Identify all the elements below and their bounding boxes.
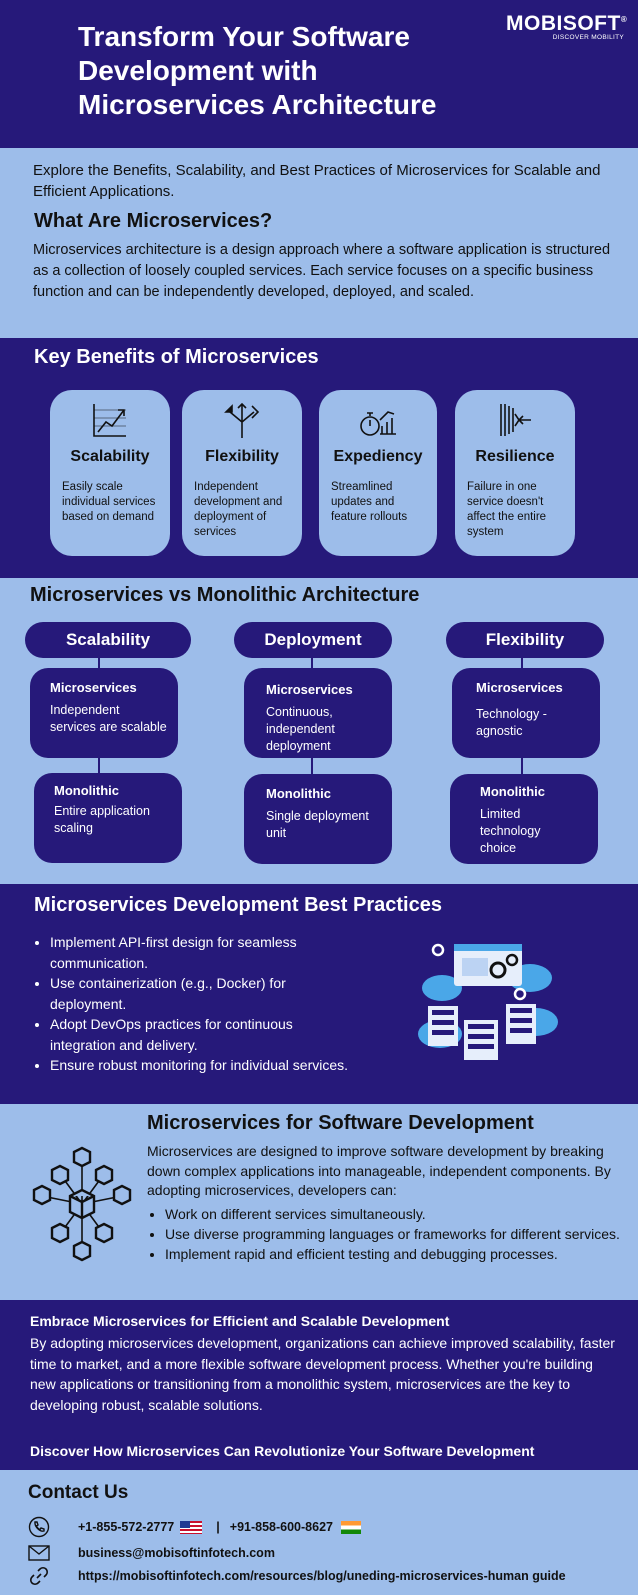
benefit-title: Resilience — [475, 448, 555, 465]
micro-title: Microservices — [50, 680, 137, 695]
embrace-text: By adopting microservices development, o… — [30, 1335, 615, 1413]
micro-box: Microservices Technology -agnostic — [452, 668, 600, 758]
benefit-text: Failure in one service doesn't affect th… — [467, 481, 547, 538]
benefit-title: Scalability — [70, 448, 150, 465]
stopwatch-chart-icon — [319, 400, 437, 440]
mono-text: Entire application scaling — [54, 804, 150, 835]
list-item: Use containerization (e.g., Docker) for … — [50, 973, 350, 1014]
best-practices-section: Microservices Development Best Practices… — [0, 884, 638, 1104]
list-item: Adopt DevOps practices for continuous in… — [50, 1014, 350, 1055]
connector-line — [98, 748, 100, 774]
us-flag-icon — [180, 1520, 203, 1534]
url-row: https://mobisoftinfotech.com/resources/b… — [28, 1565, 566, 1587]
micro-box: Microservices Independent services are s… — [30, 668, 178, 758]
benefit-card-flexibility: Flexibility Independent development and … — [182, 390, 302, 556]
phone-in[interactable]: +91-858-600-8627 — [229, 1520, 333, 1534]
email-link[interactable]: business@mobisoftinfotech.com — [78, 1546, 275, 1560]
contact-section: Contact Us +1-855-572-2777 | +91-858-600… — [0, 1470, 638, 1595]
header-banner: Transform Your Software Development with… — [0, 0, 638, 148]
benefit-card-expediency: Expediency Streamlined updates and featu… — [319, 390, 437, 556]
compare-label-deployment: Deployment — [234, 622, 392, 658]
email-row: business@mobisoftinfotech.com — [28, 1542, 275, 1564]
scale-chart-icon — [50, 400, 170, 440]
resilience-barrier-icon — [455, 400, 575, 440]
page-title: Transform Your Software Development with… — [78, 21, 437, 120]
benefits-heading: Key Benefits of Microservices — [34, 346, 319, 368]
list-item: Use diverse programming languages or fra… — [165, 1224, 625, 1244]
list-item: Work on different services simultaneousl… — [165, 1204, 625, 1224]
micro-text: Technology -agnostic — [476, 707, 547, 738]
connected-cubes-icon — [32, 1146, 132, 1262]
practices-list: Implement API-first design for seamless … — [50, 932, 350, 1076]
mail-icon — [28, 1545, 50, 1561]
comparison-heading: Microservices vs Monolithic Architecture — [30, 584, 420, 606]
india-flag-icon — [340, 1520, 361, 1534]
compare-label-flexibility: Flexibility — [446, 622, 604, 658]
dev-heading: Microservices for Software Development — [147, 1112, 534, 1134]
dev-list: Work on different services simultaneousl… — [165, 1204, 625, 1264]
mono-box: Monolithic Single deployment unit — [244, 774, 392, 864]
connector-line — [521, 750, 523, 776]
embrace-section: Embrace Microservices for Efficient and … — [0, 1300, 638, 1470]
micro-title: Microservices — [266, 682, 353, 697]
list-item: Ensure robust monitoring for individual … — [50, 1055, 350, 1076]
comparison-section: Microservices vs Monolithic Architecture… — [0, 578, 638, 884]
mono-text: Single deployment unit — [266, 809, 369, 840]
mono-title: Monolithic — [266, 786, 331, 801]
cta-text[interactable]: Discover How Microservices Can Revolutio… — [30, 1443, 535, 1459]
benefit-text: Easily scale individual services based o… — [62, 481, 156, 523]
cloud-servers-icon — [418, 943, 558, 1060]
dev-description: Microservices are designed to improve so… — [147, 1143, 611, 1198]
micro-title: Microservices — [476, 680, 563, 695]
phone-separator: | — [216, 1520, 220, 1534]
intro-section: Explore the Benefits, Scalability, and B… — [0, 148, 638, 338]
what-are-description: Microservices architecture is a design a… — [33, 242, 611, 300]
connector-line — [311, 750, 313, 776]
practices-heading: Microservices Development Best Practices — [34, 894, 442, 916]
website-link[interactable]: https://mobisoftinfotech.com/resources/b… — [78, 1569, 566, 1583]
benefit-text: Streamlined updates and feature rollouts — [331, 481, 408, 523]
mono-title: Monolithic — [480, 784, 545, 799]
benefit-title: Expediency — [333, 448, 423, 465]
phone-icon — [28, 1516, 50, 1538]
embrace-heading: Embrace Microservices for Efficient and … — [30, 1313, 450, 1329]
benefit-title: Flexibility — [205, 448, 279, 465]
logo-tagline: DISCOVER MOBILITY — [552, 34, 624, 41]
split-arrows-icon — [182, 400, 302, 440]
mono-title: Monolithic — [54, 783, 119, 798]
benefits-section: Key Benefits of Microservices Scalabilit… — [0, 338, 638, 578]
micro-text: Independent services are scalable — [50, 703, 167, 734]
micro-text: Continuous, independent deployment — [266, 705, 335, 753]
mobisoft-logo[interactable]: MOBISOFT® DISCOVER MOBILITY — [506, 12, 628, 52]
compare-label-scalability: Scalability — [25, 622, 191, 658]
what-are-heading: What Are Microservices? — [34, 210, 273, 232]
phone-row: +1-855-572-2777 | +91-858-600-8627 — [28, 1516, 361, 1538]
phone-us[interactable]: +1-855-572-2777 — [78, 1520, 175, 1534]
intro-subtitle: Explore the Benefits, Scalability, and B… — [33, 162, 601, 200]
logo-brand: MOBISOFT® — [506, 12, 628, 35]
benefit-text: Independent development and deployment o… — [194, 481, 283, 538]
list-item: Implement rapid and efficient testing an… — [165, 1244, 625, 1264]
software-dev-section: Microservices for Software Development M… — [0, 1104, 638, 1300]
mono-box: Monolithic Limited technology choice — [450, 774, 598, 864]
contact-heading: Contact Us — [28, 1482, 129, 1503]
benefit-card-resilience: Resilience Failure in one service doesn'… — [455, 390, 575, 556]
benefit-card-scalability: Scalability Easily scale individual serv… — [50, 390, 170, 556]
link-icon — [29, 1566, 49, 1586]
list-item: Implement API-first design for seamless … — [50, 932, 350, 973]
mono-box: Monolithic Entire application scaling — [34, 773, 182, 863]
micro-box: Microservices Continuous, independent de… — [244, 668, 392, 758]
mono-text: Limited technology choice — [480, 807, 541, 855]
